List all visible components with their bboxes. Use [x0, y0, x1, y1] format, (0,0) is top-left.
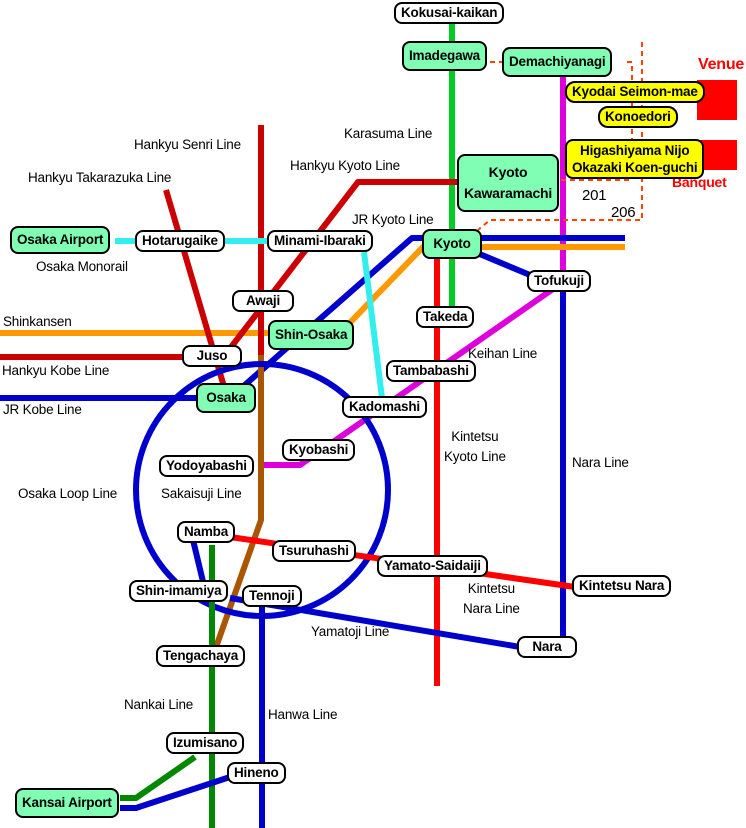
shinkansen-line [0, 244, 625, 336]
station-osaka-airport[interactable]: Osaka Airport [10, 226, 111, 254]
station-kyoto-kawaramachi[interactable]: Kyoto Kawaramachi [457, 154, 559, 212]
kintetsu-nara-line-label: Kintetsu Nara Line [463, 580, 520, 617]
station-minami-ibaraki[interactable]: Minami-Ibaraki [267, 230, 373, 252]
bus-201-label: 201 [582, 187, 607, 204]
osaka-monorail-south [361, 251, 385, 399]
station-higashiyama-nijo[interactable]: Higashiyama Nijo Okazaki Koen-guchi [565, 139, 705, 179]
bus-route-206 [477, 42, 643, 231]
hanwa-line-label: Hanwa Line [268, 707, 338, 722]
hankyu-takarazuka-line-label: Hankyu Takarazuka Line [28, 170, 172, 185]
station-shin-osaka[interactable]: Shin-Osaka [268, 320, 355, 350]
station-nara[interactable]: Nara [517, 636, 577, 658]
hankyu-kobe-line-label: Hankyu Kobe Line [2, 363, 110, 378]
keihan-line-label: Keihan Line [468, 346, 538, 361]
shinkansen-label: Shinkansen [3, 314, 72, 329]
kintetsu-nara-label-2: Nara Line [463, 601, 520, 616]
station-kyoto-kawaramachi-line1: Kyoto [488, 164, 528, 180]
station-tofukuji[interactable]: Tofukuji [527, 270, 591, 292]
station-kintetsu-nara[interactable]: Kintetsu Nara [572, 575, 672, 597]
station-tsuruhashi[interactable]: Tsuruhashi [272, 540, 356, 562]
station-kyobashi[interactable]: Kyobashi [282, 439, 356, 461]
station-kyodai-seimon-mae[interactable]: Kyodai Seimon-mae [565, 81, 705, 103]
yamatoji-line-label: Yamatoji Line [311, 624, 390, 639]
station-tengachaya[interactable]: Tengachaya [156, 645, 246, 667]
nankai-line-label: Nankai Line [124, 697, 194, 712]
station-kadomashi[interactable]: Kadomashi [342, 396, 427, 418]
station-yodoyabashi[interactable]: Yodoyabashi [159, 455, 254, 477]
kintetsu-kyoto-line-label: Kintetsu Kyoto Line [444, 428, 506, 465]
station-konoedori[interactable]: Konoedori [598, 106, 678, 128]
sakaisuji-line-label: Sakaisuji Line [161, 486, 242, 501]
jr-kyoto-line [0, 235, 625, 401]
kintetsu-kyoto-label-1: Kintetsu [451, 429, 499, 444]
osaka-loop-line-label: Osaka Loop Line [18, 486, 118, 501]
station-higashiyama-nijo-line2: Okazaki Koen-guchi [572, 160, 698, 175]
jr-kobe-line-label: JR Kobe Line [3, 402, 82, 417]
station-tambabashi[interactable]: Tambabashi [386, 360, 476, 382]
venue-label: Venue [698, 56, 745, 73]
station-takeda[interactable]: Takeda [416, 306, 475, 328]
station-awaji[interactable]: Awaji [232, 290, 294, 312]
sakaisuji-line [212, 355, 264, 652]
station-tennoji[interactable]: Tennoji [242, 585, 302, 607]
bus-206-label: 206 [611, 204, 636, 221]
kintetsu-kyoto-label-2: Kyoto Line [444, 449, 506, 464]
station-hineno[interactable]: Hineno [227, 762, 286, 784]
nara-line-label: Nara Line [572, 455, 629, 470]
station-namba[interactable]: Namba [177, 521, 236, 543]
station-kansai-airport[interactable]: Kansai Airport [15, 788, 119, 818]
station-juso[interactable]: Juso [182, 345, 242, 367]
station-kyoto[interactable]: Kyoto [422, 229, 482, 259]
station-osaka[interactable]: Osaka [196, 383, 256, 413]
station-kokusai-kaikan[interactable]: Kokusai-kaikan [394, 2, 505, 24]
station-hotarugaike[interactable]: Hotarugaike [135, 230, 225, 252]
hankyu-kyoto-line-label: Hankyu Kyoto Line [290, 158, 400, 173]
nankai-airport-line [120, 754, 197, 801]
station-izumisano[interactable]: Izumisano [166, 732, 245, 754]
station-demachiyanagi[interactable]: Demachiyanagi [502, 47, 613, 77]
hanwa-airport-line [120, 774, 231, 811]
station-higashiyama-nijo-line1: Higashiyama Nijo [580, 143, 690, 158]
jr-kyoto-line-label: JR Kyoto Line [352, 212, 434, 227]
karasuma-line-label: Karasuma Line [344, 126, 433, 141]
hankyu-senri-line-label: Hankyu Senri Line [134, 137, 241, 152]
station-yamato-saidaiji[interactable]: Yamato-Saidaiji [377, 555, 488, 577]
station-imadegawa[interactable]: Imadegawa [402, 41, 487, 71]
osaka-monorail-label: Osaka Monorail [36, 259, 128, 274]
station-kyoto-kawaramachi-line2: Kawaramachi [464, 185, 553, 201]
station-shin-imamiya[interactable]: Shin-imamiya [129, 580, 229, 602]
kintetsu-nara-label-1: Kintetsu [467, 581, 515, 596]
